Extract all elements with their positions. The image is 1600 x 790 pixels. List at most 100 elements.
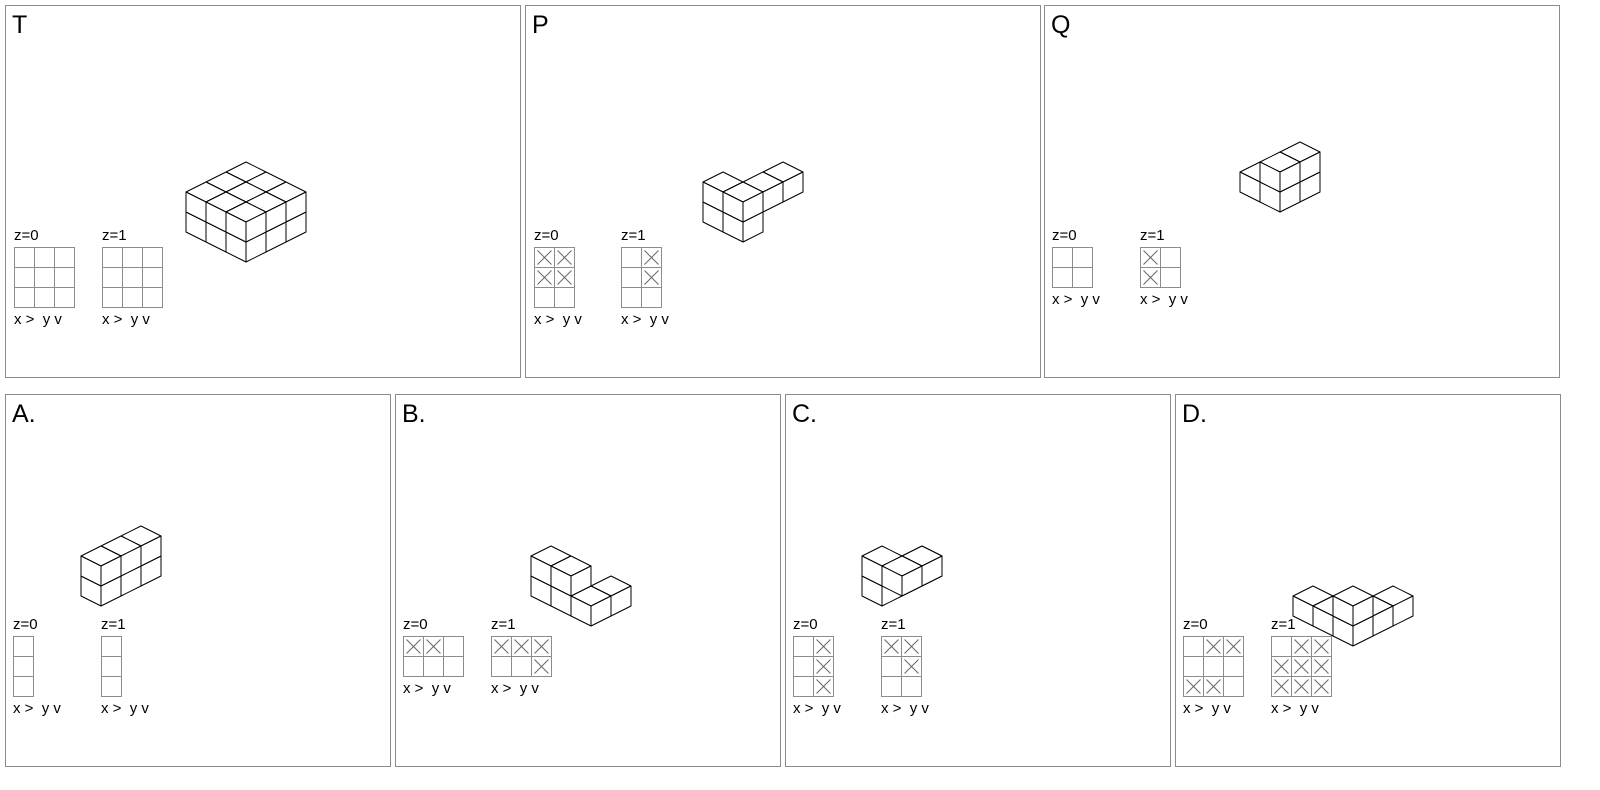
layer-title: z=1	[1140, 227, 1165, 244]
grid-cell	[1072, 267, 1093, 288]
grid-cell	[881, 656, 902, 677]
grid-cell-marked	[901, 636, 922, 657]
panel-label: B.	[402, 400, 426, 428]
layer-grid	[403, 636, 464, 677]
grid-cell-marked	[1271, 656, 1292, 677]
layer-grid	[13, 636, 34, 697]
grid-cell	[34, 247, 55, 268]
panel-option-c: C. z=0 x > y v z=1 x > y v	[785, 394, 1171, 767]
layer-grid	[534, 247, 575, 308]
grid-cell	[793, 656, 814, 677]
grid-cell	[54, 247, 75, 268]
panel-p: P z=0 x > y v z=1 x > y v	[525, 5, 1041, 378]
grid-cell	[1052, 267, 1073, 288]
layer-grid	[101, 636, 122, 697]
grid-cell	[13, 656, 34, 677]
grid-cell	[54, 267, 75, 288]
grid-cell	[142, 247, 163, 268]
grid-cell	[1072, 247, 1093, 268]
layer-grid	[881, 636, 922, 697]
grid-cell	[1203, 656, 1224, 677]
grid-cell	[554, 287, 575, 308]
layer-grid	[14, 247, 75, 308]
grid-cell	[423, 656, 444, 677]
isometric-figure	[1292, 585, 1414, 647]
panel-label: D.	[1182, 400, 1207, 428]
cube	[550, 555, 592, 597]
grid-cell	[14, 287, 35, 308]
axis-label: x > y v	[1183, 700, 1231, 717]
axis-label: x > y v	[13, 700, 61, 717]
panel-label: P	[532, 11, 549, 39]
grid-cell-marked	[641, 247, 662, 268]
isometric-figure	[1239, 141, 1321, 213]
grid-cell-marked	[1140, 247, 1161, 268]
isometric-figure	[861, 545, 943, 607]
grid-cell-marked	[403, 636, 424, 657]
grid-cell	[621, 247, 642, 268]
axis-label: x > y v	[793, 700, 841, 717]
grid-cell-marked	[1203, 636, 1224, 657]
panel-label: C.	[792, 400, 817, 428]
grid-cell	[142, 267, 163, 288]
layer-grid	[621, 247, 662, 308]
grid-cell	[54, 287, 75, 308]
grid-cell-marked	[1223, 636, 1244, 657]
grid-cell	[13, 676, 34, 697]
grid-cell-marked	[881, 636, 902, 657]
grid-cell	[14, 247, 35, 268]
layer-title: z=0	[1052, 227, 1077, 244]
layer-title: z=0	[1183, 616, 1208, 633]
grid-cell	[13, 636, 34, 657]
cube	[225, 201, 267, 243]
panel-label: T	[12, 11, 28, 39]
layer-grid	[102, 247, 163, 308]
panel-option-a: A. z=0 x > y v z=1 x > y v	[5, 394, 391, 767]
layer-title: z=1	[491, 616, 516, 633]
grid-cell-marked	[1311, 656, 1332, 677]
isometric-figure	[185, 161, 307, 263]
grid-cell	[793, 636, 814, 657]
grid-cell-marked	[1291, 636, 1312, 657]
panel-label: Q	[1051, 11, 1071, 39]
layer-title: z=0	[14, 227, 39, 244]
grid-cell	[34, 267, 55, 288]
grid-cell-marked	[1140, 267, 1161, 288]
grid-cell-marked	[511, 636, 532, 657]
grid-cell	[142, 287, 163, 308]
grid-cell	[1271, 636, 1292, 657]
layer-title: z=1	[1271, 616, 1296, 633]
grid-cell	[621, 287, 642, 308]
grid-cell-marked	[491, 636, 512, 657]
grid-cell-marked	[1311, 636, 1332, 657]
grid-cell-marked	[534, 267, 555, 288]
grid-cell	[403, 656, 424, 677]
layer-grid	[491, 636, 552, 677]
grid-cell	[122, 267, 143, 288]
isometric-figure	[80, 525, 162, 607]
layer-grid	[1140, 247, 1181, 288]
grid-cell	[1160, 247, 1181, 268]
grid-cell	[101, 676, 122, 697]
grid-cell	[14, 267, 35, 288]
axis-label: x > y v	[403, 680, 451, 697]
grid-cell-marked	[813, 636, 834, 657]
axis-label: x > y v	[102, 311, 150, 328]
axis-label: x > y v	[621, 311, 669, 328]
grid-cell-marked	[1311, 676, 1332, 697]
grid-cell	[1183, 636, 1204, 657]
grid-cell-marked	[901, 656, 922, 677]
grid-cell	[122, 287, 143, 308]
layer-title: z=0	[403, 616, 428, 633]
isometric-figure	[530, 545, 632, 627]
grid-cell	[491, 656, 512, 677]
grid-cell	[102, 247, 123, 268]
panel-q: Q z=0 x > y v z=1 x > y v	[1044, 5, 1560, 378]
grid-cell	[34, 287, 55, 308]
grid-cell	[621, 267, 642, 288]
grid-cell-marked	[1291, 676, 1312, 697]
grid-cell-marked	[531, 636, 552, 657]
axis-label: x > y v	[14, 311, 62, 328]
cube	[80, 545, 122, 587]
grid-cell	[102, 287, 123, 308]
